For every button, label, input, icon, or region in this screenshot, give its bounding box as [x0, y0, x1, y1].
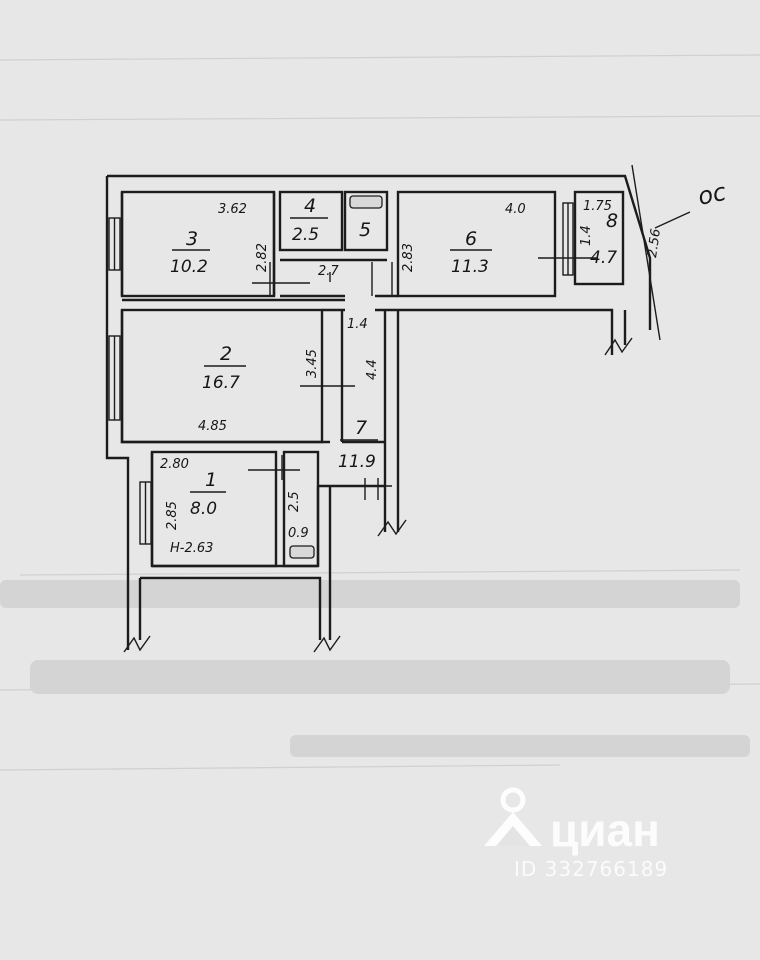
interior-walls	[120, 190, 625, 568]
dim-wc-width: 2.5	[287, 491, 302, 512]
watermark-listing-id: ID 332766189	[514, 857, 668, 881]
room-3-number: 3	[186, 228, 198, 250]
dim-room1-top: 2.80	[160, 457, 189, 472]
dimension-labels: 3.62 2.82 2.7 2.83 4.0 1.75 1.4 2.56 1.4…	[160, 178, 729, 556]
margin-annotation: ос	[695, 178, 728, 211]
dim-room45-width: 2.7	[318, 264, 339, 279]
smudge-text	[0, 580, 750, 757]
room-2-number: 2	[220, 343, 232, 365]
door-marks	[123, 164, 691, 653]
room-8-number: 8	[606, 210, 618, 232]
watermark-brand: циан	[550, 804, 660, 856]
bathtub	[349, 195, 383, 209]
dim-room8-depth: 2.56	[645, 228, 664, 259]
dim-room8-side: 1.4	[579, 225, 594, 246]
dim-wc-depth: 0.9	[288, 526, 309, 541]
room-8-area: 4.7	[590, 248, 617, 268]
room-4-area: 2.5	[292, 225, 319, 245]
dim-room5-depth: 2.83	[401, 243, 416, 272]
room-7-area: 11.9	[338, 452, 376, 472]
cian-watermark: циан ID 332766189	[484, 787, 668, 881]
room-7-number: 7	[355, 417, 367, 439]
dim-corridor-length: 4.4	[365, 359, 380, 380]
dim-room8-width: 1.75	[583, 199, 612, 214]
dim-room1-side: 2.85	[165, 501, 180, 530]
dim-room6-width: 4.0	[505, 202, 526, 217]
room-3-area: 10.2	[170, 257, 208, 277]
dim-corridor-width: 1.4	[347, 317, 368, 332]
room-2-area: 16.7	[202, 373, 240, 393]
room-4-number: 4	[304, 195, 316, 217]
room-1-area: 8.0	[190, 499, 217, 519]
sink	[289, 545, 315, 559]
dim-room1-bottom: Н-2.63	[170, 541, 213, 556]
room-labels: 3 10.2 4 2.5 5 6 11.3 8 4.7 2 16.7 7 11.…	[170, 195, 618, 519]
location-pin-icon	[484, 787, 542, 846]
dim-room2-depth: 3.45	[305, 349, 320, 378]
room-6-area: 11.3	[451, 257, 489, 277]
room-1-number: 1	[205, 469, 217, 491]
room-5-number: 5	[359, 219, 371, 241]
dim-room2-width: 4.85	[198, 419, 227, 434]
windows	[108, 202, 574, 545]
room-6-number: 6	[465, 228, 477, 250]
dim-room3-width: 3.62	[218, 202, 247, 217]
fixtures	[289, 195, 383, 559]
dim-room3-depth: 2.82	[255, 243, 270, 272]
